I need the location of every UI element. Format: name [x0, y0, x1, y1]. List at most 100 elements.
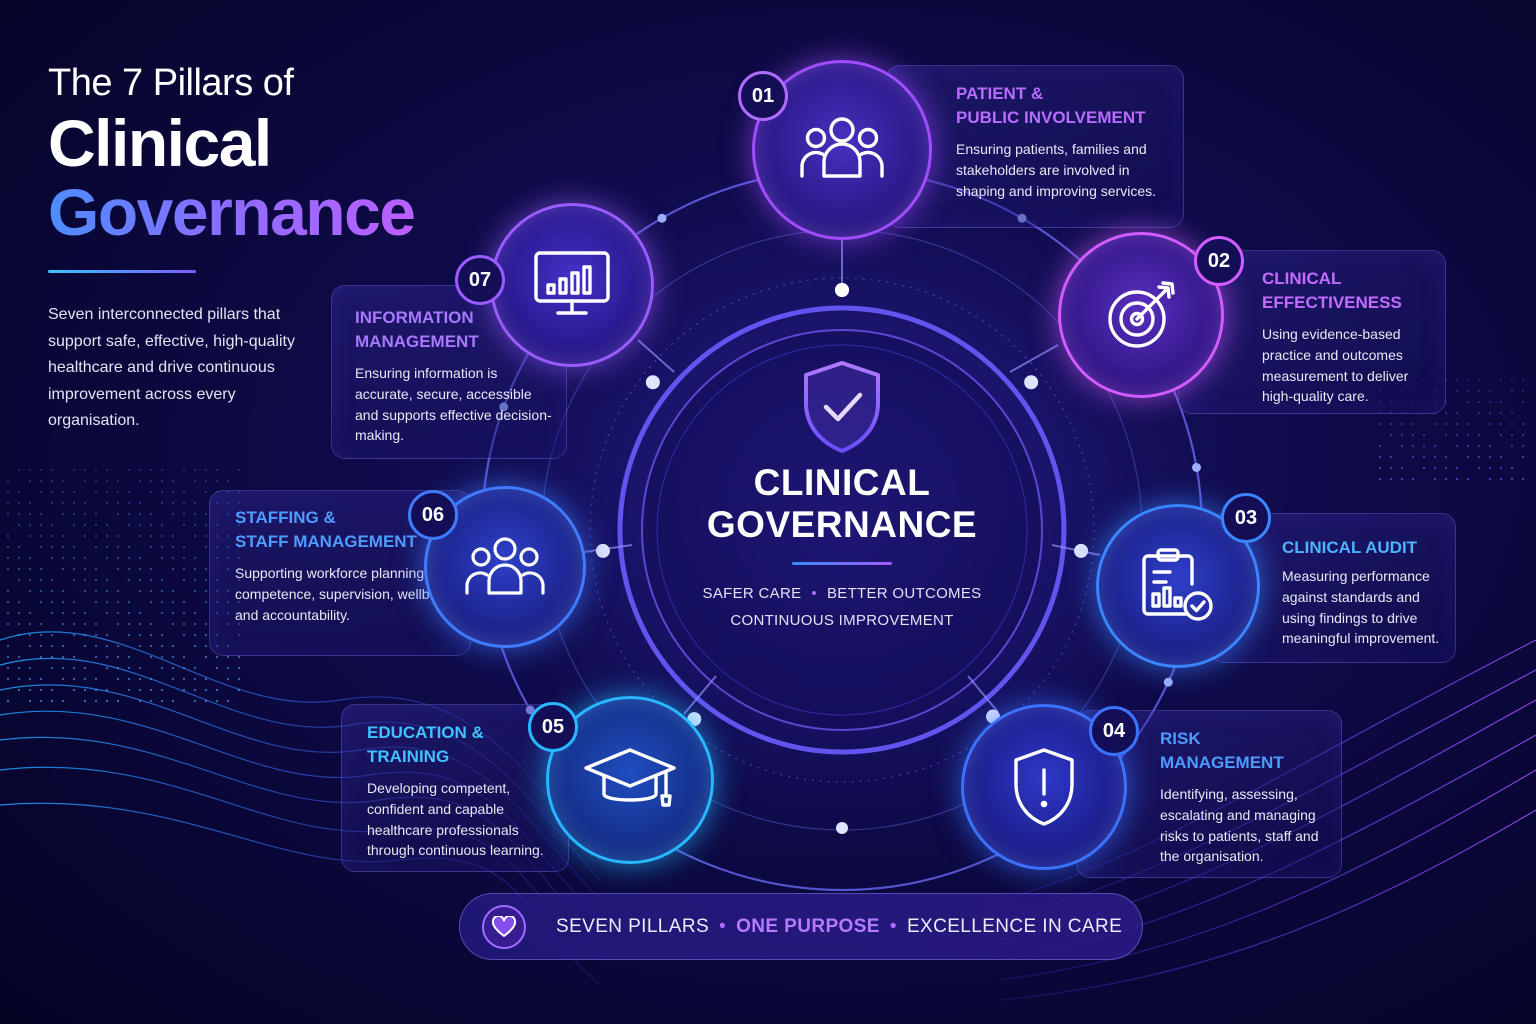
- grid-dot: [28, 468, 32, 472]
- grid-dot: [160, 699, 164, 703]
- staff-group-icon: [427, 489, 583, 645]
- grid-dot: [83, 622, 87, 626]
- grid-dot: [1521, 455, 1525, 459]
- grid-dot: [72, 567, 76, 571]
- grid-dot: [160, 633, 164, 637]
- grid-dot: [72, 501, 76, 505]
- grid-dot: [127, 600, 131, 604]
- grid-dot: [6, 490, 10, 494]
- grid-dot: [6, 479, 10, 483]
- grid-dot: [116, 512, 120, 516]
- grid-dot: [39, 622, 43, 626]
- grid-dot: [6, 699, 10, 703]
- grid-dot: [94, 688, 98, 692]
- grid-dot: [1433, 422, 1437, 426]
- grid-dot: [105, 556, 109, 560]
- grid-dot: [94, 633, 98, 637]
- grid-dot: [237, 523, 241, 527]
- grid-dot: [116, 600, 120, 604]
- grid-dot: [149, 688, 153, 692]
- grid-dot: [94, 479, 98, 483]
- grid-dot: [1444, 433, 1448, 437]
- grid-dot: [83, 666, 87, 670]
- grid-dot: [1422, 389, 1426, 393]
- grid-dot: [138, 556, 142, 560]
- pillar-number-02: 02: [1194, 236, 1244, 286]
- grid-dot: [226, 534, 230, 538]
- grid-dot: [182, 490, 186, 494]
- grid-dot: [1510, 433, 1514, 437]
- grid-dot: [237, 666, 241, 670]
- grid-dot: [61, 512, 65, 516]
- grid-dot: [182, 556, 186, 560]
- grid-dot: [83, 611, 87, 615]
- grid-dot: [138, 501, 142, 505]
- grid-dot: [94, 534, 98, 538]
- grid-dot: [1389, 378, 1393, 382]
- grid-dot: [6, 512, 10, 516]
- grid-dot: [17, 578, 21, 582]
- grid-dot: [1466, 444, 1470, 448]
- grid-dot: [72, 655, 76, 659]
- grid-dot: [138, 677, 142, 681]
- grid-dot: [6, 600, 10, 604]
- grid-dot: [94, 699, 98, 703]
- grid-dot: [105, 479, 109, 483]
- grid-dot: [61, 622, 65, 626]
- grid-dot: [204, 655, 208, 659]
- grid-dot: [116, 655, 120, 659]
- target-icon: [1061, 235, 1221, 395]
- grid-dot: [138, 567, 142, 571]
- grid-dot: [1488, 466, 1492, 470]
- grid-dot: [204, 567, 208, 571]
- grid-dot: [237, 600, 241, 604]
- grid-dot: [1521, 433, 1525, 437]
- ring-dot: [1024, 375, 1039, 390]
- title-line-1: The 7 Pillars of: [48, 62, 294, 104]
- grid-dot: [171, 567, 175, 571]
- grid-dot: [215, 611, 219, 615]
- grid-dot: [149, 468, 153, 472]
- grid-dot: [1411, 389, 1415, 393]
- pillar-node-07[interactable]: [490, 203, 654, 367]
- pillar-description: Ensuring information is accurate, secure…: [355, 365, 552, 444]
- grid-dot: [116, 490, 120, 494]
- grid-dot: [94, 655, 98, 659]
- grid-dot: [1433, 477, 1437, 481]
- grid-dot: [171, 534, 175, 538]
- grid-dot: [215, 699, 219, 703]
- grid-dot: [226, 512, 230, 516]
- grid-dot: [237, 512, 241, 516]
- grid-dot: [171, 677, 175, 681]
- grid-dot: [237, 578, 241, 582]
- grid-dot: [193, 512, 197, 516]
- pillar-title: CLINICAL AUDIT: [1282, 538, 1418, 557]
- grid-dot: [1499, 466, 1503, 470]
- grid-dot: [1444, 455, 1448, 459]
- grid-dot: [1466, 378, 1470, 382]
- grid-dot: [182, 677, 186, 681]
- intro-text: Seven interconnected pillars that suppor…: [48, 306, 295, 429]
- grid-dot: [28, 567, 32, 571]
- grid-dot: [171, 644, 175, 648]
- grid-dot: [105, 666, 109, 670]
- pillar-description: Using evidence-based practice and outcom…: [1262, 326, 1409, 405]
- ring-dot: [499, 402, 509, 412]
- grid-dot: [1422, 433, 1426, 437]
- grid-dot: [6, 556, 10, 560]
- grid-dot: [1455, 433, 1459, 437]
- grid-dot: [1488, 444, 1492, 448]
- pillar-description: Supporting workforce planning, competenc…: [235, 565, 457, 623]
- grid-dot: [215, 534, 219, 538]
- grid-dot: [39, 655, 43, 659]
- grid-dot: [6, 677, 10, 681]
- grid-dot: [1411, 400, 1415, 404]
- grid-dot: [94, 490, 98, 494]
- grid-dot: [171, 611, 175, 615]
- grid-dot: [1400, 433, 1404, 437]
- grid-dot: [105, 545, 109, 549]
- grid-dot: [39, 479, 43, 483]
- grid-dot: [61, 655, 65, 659]
- grid-dot: [50, 534, 54, 538]
